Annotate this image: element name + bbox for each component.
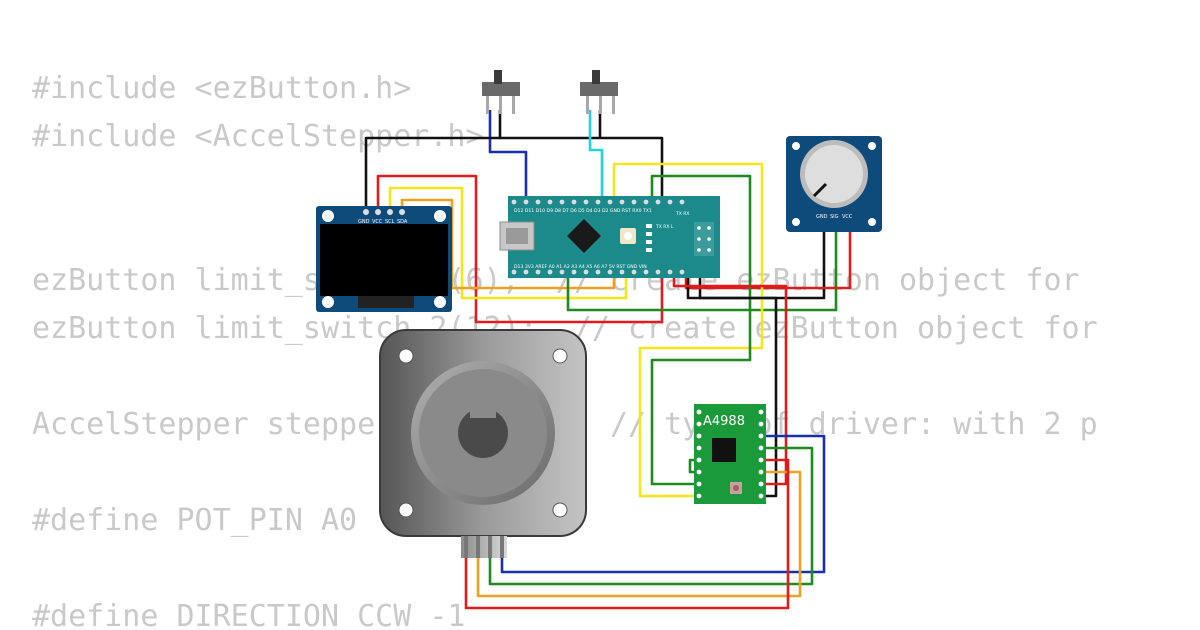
microcontroller-chip	[567, 219, 601, 253]
led-l	[646, 240, 652, 244]
switch-pin	[612, 96, 615, 114]
motor-screw-hole	[398, 502, 414, 518]
switch-pin	[599, 96, 602, 114]
oled-screen	[320, 224, 448, 296]
mount-hole	[322, 210, 334, 222]
pot-label-sig: SIG	[830, 214, 839, 220]
wire-motor-red	[464, 458, 790, 610]
motor-pin	[500, 536, 504, 558]
switch-body	[580, 82, 618, 96]
driver-chip	[712, 438, 736, 462]
stepper-motor[interactable]	[379, 329, 587, 558]
oled-pin-gnd	[363, 209, 369, 215]
mount-hole	[434, 296, 446, 308]
switch-pin	[499, 96, 502, 114]
motor-pin	[488, 536, 492, 558]
potentiometer[interactable]: GND SIG VCC	[786, 136, 882, 232]
usb-port	[506, 228, 528, 244]
oled-display[interactable]: GND VCC SCL SDA	[316, 206, 452, 312]
icsp-pins	[697, 226, 711, 252]
switch-pin	[512, 96, 515, 114]
arduino-nano[interactable]: D12 D11 D10 D9 D8 D7 D6 D5 D4 D3 D2 GND …	[499, 196, 720, 278]
oled-label-gnd: GND	[358, 219, 370, 225]
led-power	[646, 248, 652, 252]
led-tx	[646, 224, 652, 228]
wire-motor-blue	[500, 434, 826, 574]
code-line-10: #define POT_PIN A0	[32, 503, 358, 538]
wire-oled-scl	[388, 186, 628, 300]
wire-driver-gnd	[686, 272, 778, 498]
wire-switch1-signal	[488, 110, 528, 200]
mount-hole	[792, 218, 800, 226]
motor-screw-hole	[398, 348, 414, 364]
wire-switch2-signal	[588, 110, 604, 200]
code-line-2: #include <AccelStepper.h>	[32, 119, 484, 154]
switch-body	[482, 82, 520, 96]
switch-lever[interactable]	[494, 70, 502, 84]
code-line-12: #define DIRECTION CCW -1	[32, 599, 466, 630]
switch-pin	[586, 96, 589, 114]
motor-pin	[476, 536, 480, 558]
wire-oled-gnd	[364, 136, 500, 210]
oled-label-sda: SDA	[397, 219, 408, 225]
pot-label-gnd: GND	[816, 214, 828, 220]
nano-bottom-header	[511, 269, 685, 275]
nano-board	[508, 196, 720, 278]
oled-pin-vcc	[375, 209, 381, 215]
nano-top-header	[511, 199, 685, 205]
wire-switch1-ground	[498, 110, 664, 200]
motor-pin	[464, 536, 468, 558]
oled-pin-sda	[399, 209, 405, 215]
oled-label-scl: SCL	[385, 219, 395, 225]
oled-ribbon	[358, 296, 414, 308]
mount-hole	[868, 142, 876, 150]
mount-hole	[792, 142, 800, 150]
motor-shaft-flat	[470, 408, 496, 418]
mount-hole	[322, 296, 334, 308]
motor-screw-hole	[552, 348, 568, 364]
motor-screw-hole	[552, 502, 568, 518]
wire-oled-vcc	[376, 174, 664, 324]
wire-driver-vdd	[672, 272, 788, 486]
wire-pot-signal	[566, 224, 838, 312]
switch-pin	[486, 96, 489, 114]
nano-led-labels: TX RX L	[655, 224, 674, 230]
motor-shaft	[458, 408, 508, 458]
mount-hole	[868, 218, 876, 226]
code-line-1: #include <ezButton.h>	[32, 71, 412, 106]
wire-group	[364, 110, 852, 610]
wire-driver-dir	[650, 174, 752, 486]
driver-trimpot-screw	[733, 485, 739, 491]
oled-label-vcc: VCC	[372, 219, 383, 225]
nano-bottom-pin-labels: D13 3V3 AREF A0 A1 A2 A3 A4 A5 A6 A7 5V …	[514, 264, 647, 270]
oled-pin-scl	[387, 209, 393, 215]
limit-switch-1[interactable]	[482, 70, 520, 114]
wire-driver-step	[612, 162, 764, 498]
driver-right-pins	[758, 409, 764, 499]
wire-pot-vcc	[684, 224, 852, 290]
motor-connector	[461, 536, 507, 558]
led-rx	[646, 232, 652, 236]
driver-label: A4988	[703, 414, 745, 429]
a4988-driver[interactable]: A4988	[694, 404, 766, 504]
nano-right-labels: TX RX	[675, 211, 689, 217]
mount-hole	[434, 210, 446, 222]
pot-indicator	[812, 182, 828, 198]
icsp-header	[694, 222, 714, 256]
reset-button-cap	[624, 232, 632, 240]
pot-label-vcc: VCC	[842, 214, 853, 220]
limit-switch-2[interactable]	[580, 70, 618, 114]
nano-top-pin-labels: D12 D11 D10 D9 D8 D7 D6 D5 D4 D3 D2 GND …	[514, 208, 652, 214]
driver-left-pins	[696, 409, 702, 499]
wire-motor-green	[488, 446, 814, 586]
switch-lever[interactable]	[592, 70, 600, 84]
